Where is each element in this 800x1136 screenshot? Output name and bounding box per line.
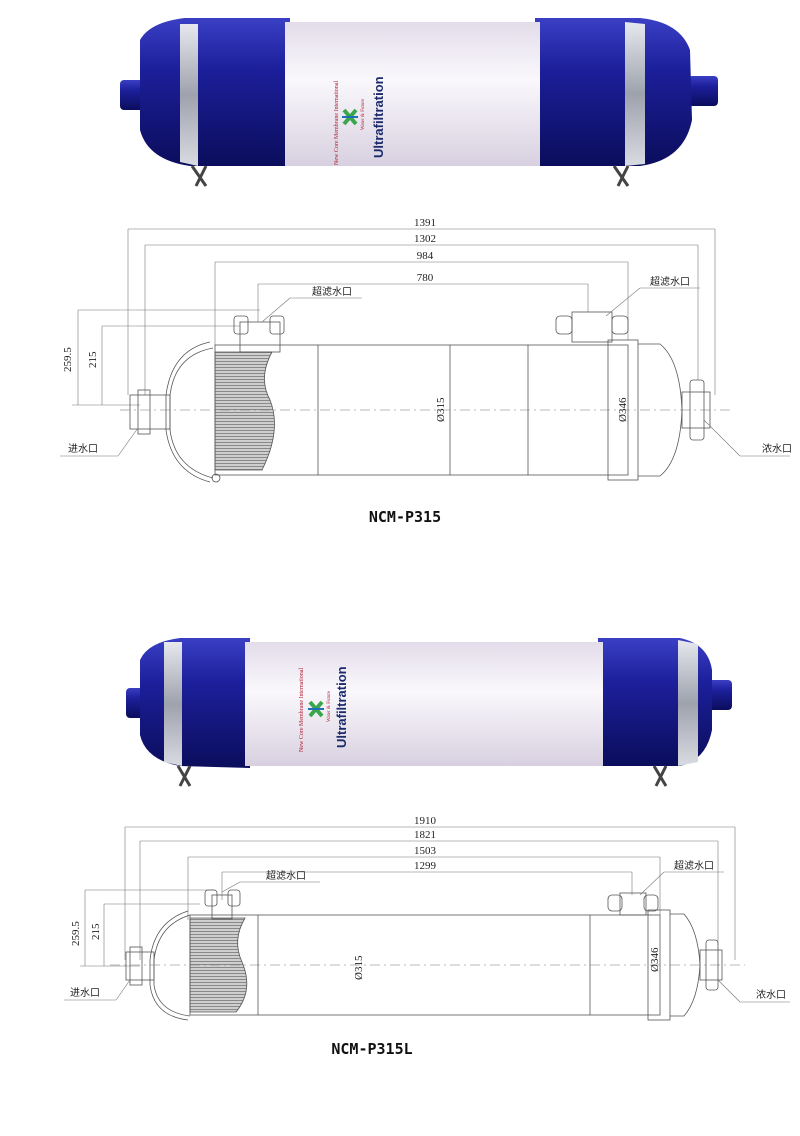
product-image-p315l: New Core Membrane International Water & … — [126, 638, 732, 787]
dim-overall-length: 1391 — [414, 217, 436, 229]
dim-inlet-height-2: 215 — [90, 923, 102, 940]
dim-port-distance: 780 — [417, 272, 434, 284]
technical-drawing-p315: 1391 1302 984 780 259.5 215 — [60, 217, 792, 483]
label-inlet: 进水口 — [68, 443, 98, 455]
brand-text-2: Ultrafiltration — [334, 666, 349, 748]
label-concentrate-outlet: 浓水口 — [762, 443, 792, 455]
dim-port-distance-2: 1299 — [414, 860, 437, 872]
logo-subtext-2: Water & Future — [327, 690, 332, 722]
dim-port-height-2: 259.5 — [70, 921, 82, 946]
logo-subtext: Water & Future — [361, 98, 366, 130]
dim-body-length-2: 1821 — [414, 829, 436, 841]
model-name-p315: NCM-P315 — [369, 508, 441, 526]
dim-diameter-346: Ø346 — [617, 397, 629, 422]
model-name-p315l: NCM-P315L — [331, 1040, 412, 1058]
company-name-2: New Core Membrane International — [299, 668, 305, 752]
product-logo-2 — [308, 700, 324, 718]
dim-body-length: 1302 — [414, 233, 436, 245]
product-logo — [342, 108, 358, 126]
dim-diameter-315-2: Ø315 — [353, 955, 365, 980]
label-filtrate-outlet-right-2: 超滤水口 — [674, 859, 714, 872]
dim-port-height: 259.5 — [62, 347, 74, 372]
brand-text: Ultrafiltration — [371, 76, 386, 158]
label-filtrate-outlet-right: 超滤水口 — [650, 275, 690, 288]
dim-overall-length-2: 1910 — [414, 815, 437, 827]
dim-diameter-315: Ø315 — [435, 397, 447, 422]
label-inlet-2: 进水口 — [70, 987, 100, 999]
company-name: New Core Membrane International — [334, 81, 340, 165]
dim-inlet-height: 215 — [87, 351, 99, 368]
technical-drawing-p315l: 1910 1821 1503 1299 259.5 215 — [64, 815, 790, 1021]
dim-shell-length-2: 1503 — [414, 845, 437, 857]
label-concentrate-outlet-2: 浓水口 — [756, 989, 786, 1001]
dim-shell-length: 984 — [417, 250, 434, 262]
label-filtrate-outlet-left-2: 超滤水口 — [266, 869, 306, 882]
dim-diameter-346-2: Ø346 — [649, 947, 661, 972]
label-filtrate-outlet-left: 超滤水口 — [312, 285, 352, 298]
product-image-p315: New Core Membrane International Water & … — [120, 18, 718, 187]
